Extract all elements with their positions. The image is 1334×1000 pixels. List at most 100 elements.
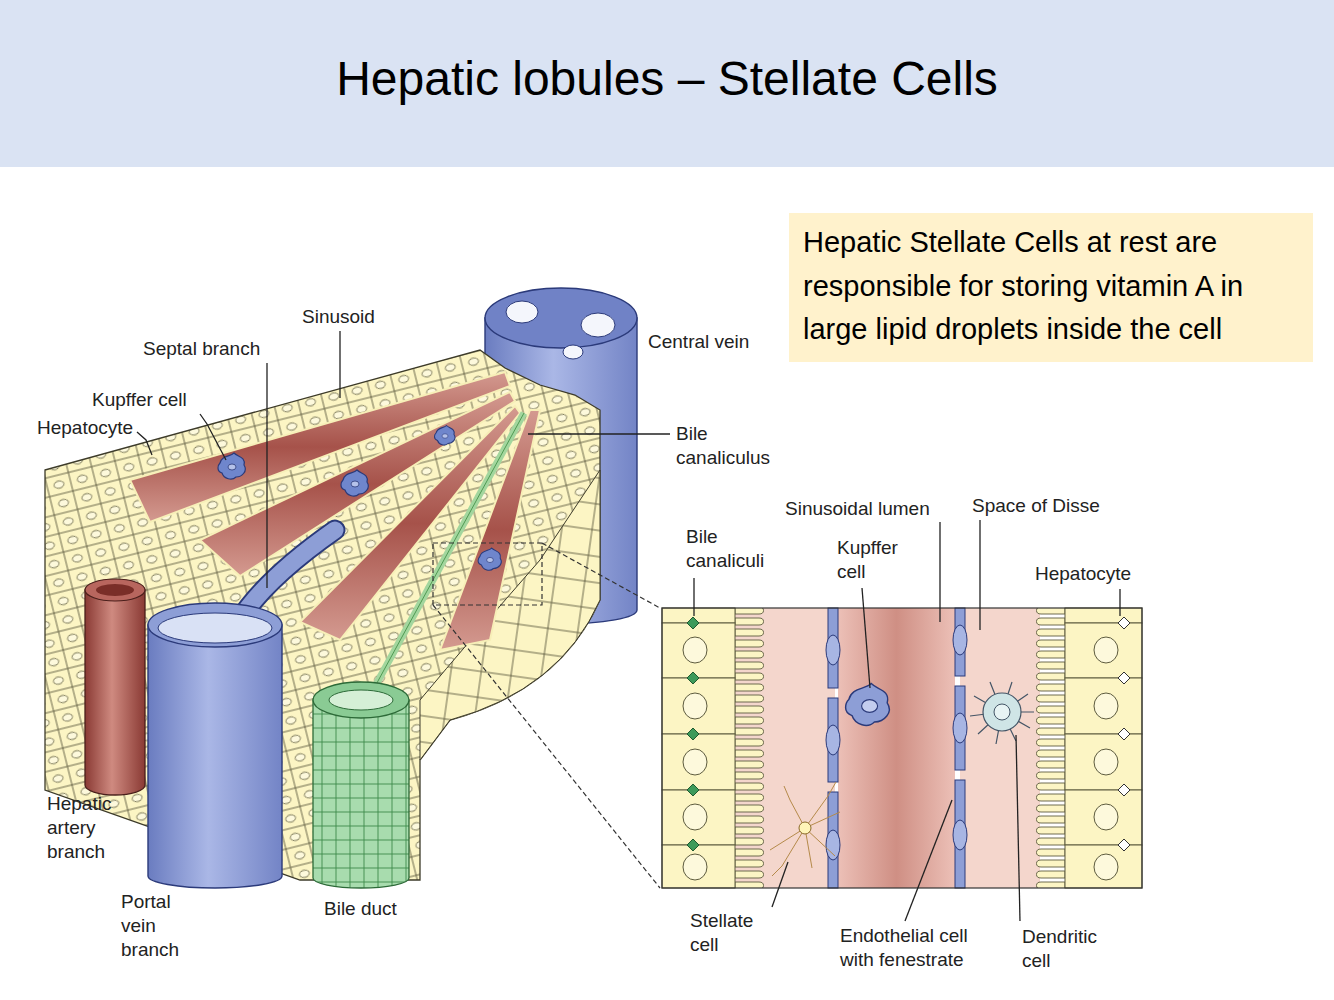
hepatocyte-cell xyxy=(1094,804,1118,830)
leader-line xyxy=(1016,735,1020,921)
sinusoid-inset xyxy=(735,608,835,888)
central-vein-top xyxy=(563,345,583,359)
central-vein-top xyxy=(581,313,615,337)
endothelial-cell xyxy=(953,625,967,655)
endothelial-cell xyxy=(953,713,967,743)
sinusoid-inset xyxy=(960,608,1040,888)
kupffer-cell xyxy=(218,453,245,479)
leader-line xyxy=(939,522,940,622)
leader-line xyxy=(137,331,1120,921)
central-vein-top xyxy=(506,301,538,323)
part-label: Central vein xyxy=(648,330,749,354)
part-label: Hepatic artery branch xyxy=(47,792,122,863)
hepatocyte-cell xyxy=(662,790,735,845)
kupffer-cell xyxy=(478,548,501,570)
zoom-indicator xyxy=(433,543,660,888)
bile-canaliculus-mark xyxy=(1118,617,1130,629)
hepatocyte-cell xyxy=(1065,608,1142,623)
sinusoid-channel xyxy=(440,410,540,650)
hepatocyte-cell xyxy=(1094,637,1118,663)
leader-line xyxy=(772,862,788,907)
kupffer-cell xyxy=(478,548,501,570)
kupffer-cell xyxy=(341,470,368,496)
inset-frame xyxy=(662,608,1142,888)
hepatocyte-cell xyxy=(662,608,735,623)
kupffer-cell xyxy=(442,434,448,439)
part-label: Septal branch xyxy=(143,337,260,361)
part-label: Dendritic cell xyxy=(1022,925,1112,973)
kupffer-cell xyxy=(435,426,455,446)
sinusoid-inset xyxy=(838,608,955,888)
dendritic-cell xyxy=(970,682,1034,744)
slide-title: Hepatic lobules – Stellate Cells xyxy=(0,50,1334,108)
leader-line xyxy=(1119,589,1120,616)
part-label: Hepatocyte xyxy=(1035,562,1131,586)
hepatocyte-cell xyxy=(662,623,735,678)
leader-line xyxy=(266,363,267,588)
hepatocyte-cell xyxy=(1065,623,1142,678)
part-label: Hepatocyte xyxy=(37,416,133,440)
hepatic-artery xyxy=(96,584,134,596)
sinusoid-channel xyxy=(130,372,540,650)
central-vein-top xyxy=(485,288,637,348)
zoom-indicator xyxy=(542,543,660,608)
bile-canaliculus-mark xyxy=(1118,672,1130,684)
leader-line xyxy=(905,800,952,921)
bile-canaliculus xyxy=(372,413,524,692)
bile-duct xyxy=(313,700,409,888)
kupffer-cell xyxy=(862,700,878,713)
part-label: Bile canaliculi xyxy=(686,525,781,573)
part-label: Portal vein branch xyxy=(121,890,191,961)
endothelial-cell xyxy=(826,725,840,755)
kupffer-cell xyxy=(341,470,368,496)
hepatocyte-cell xyxy=(683,693,707,719)
part-label: Kupffer cell xyxy=(92,388,187,412)
leader-line xyxy=(137,432,152,455)
kupffer-cell xyxy=(218,426,501,571)
bile-canaliculus-mark xyxy=(687,672,699,684)
endothelial-cell xyxy=(953,820,967,850)
endothelial-cell xyxy=(826,830,840,860)
kupffer-cell xyxy=(846,684,890,726)
stellate-cell xyxy=(770,782,840,876)
hepatocyte-cell xyxy=(683,854,707,880)
sinusoid-inset xyxy=(735,608,765,888)
hepatic-artery xyxy=(85,590,145,795)
portal-vein xyxy=(158,613,272,643)
part-label: Endothelial cell with fenestrate xyxy=(840,924,1000,972)
hepatocyte-cell xyxy=(1065,678,1142,734)
bile-canaliculus-mark xyxy=(1118,784,1130,796)
bile-canaliculus xyxy=(372,413,524,692)
hepatocyte-cell xyxy=(662,734,735,790)
leader-line xyxy=(979,520,980,630)
zoom-indicator xyxy=(433,605,660,888)
hepatocyte-cell xyxy=(1094,854,1118,880)
kupffer-cell xyxy=(487,557,494,562)
hepatocyte-cell xyxy=(683,804,707,830)
zoom-indicator xyxy=(433,543,542,605)
kupffer-cell xyxy=(846,684,890,726)
stellate-cell xyxy=(799,822,811,834)
bile-canaliculus-mark xyxy=(687,728,699,740)
hepatocyte-cell xyxy=(1065,734,1142,790)
bile-canaliculus-mark xyxy=(687,617,699,629)
note-text: Hepatic Stellate Cells at rest are respo… xyxy=(803,221,1299,352)
kupffer-cell xyxy=(435,426,455,446)
sinusoid-inset xyxy=(662,608,1142,888)
dendritic-cell xyxy=(994,704,1010,720)
part-label: Stellate cell xyxy=(690,909,770,957)
hepatic-artery xyxy=(85,579,145,601)
bile-canaliculus-mark xyxy=(687,617,1130,851)
kupffer-cell xyxy=(228,464,236,470)
kupffer-cell xyxy=(218,453,245,479)
hepatocyte-cell xyxy=(662,608,1142,888)
hepatocyte-cell xyxy=(683,749,707,775)
bile-duct xyxy=(313,682,409,718)
hepatocyte-cell xyxy=(662,678,735,734)
portal-vein xyxy=(148,603,282,647)
bile-canaliculus-mark xyxy=(1118,839,1130,851)
sinusoid-inset xyxy=(1035,608,1065,888)
